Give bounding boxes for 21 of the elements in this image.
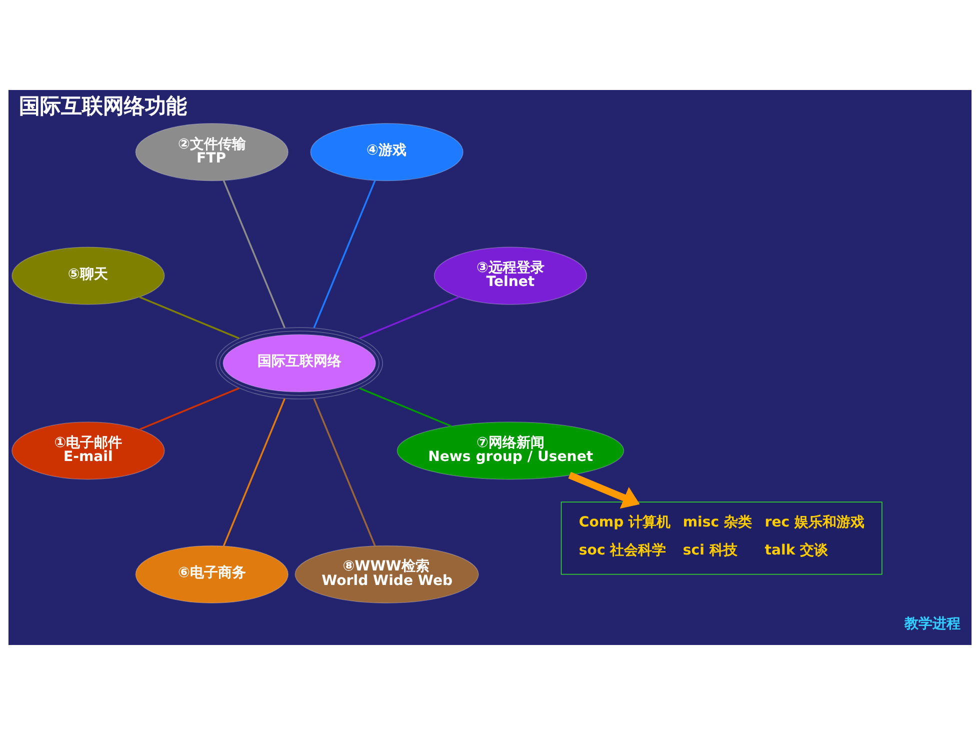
arrow (568, 472, 640, 509)
node-ellipse: ④游戏 (310, 123, 464, 182)
connector (313, 180, 376, 328)
node-box: Comp 计算机 misc 杂类 rec 娱乐和游戏 soc 社会科学 sci 科技 talk 交谈 (560, 502, 882, 575)
connector (359, 387, 452, 428)
node-ellipse: ③远程登录 Telnet (434, 246, 588, 305)
node-ellipse: ②文件传输 FTP (135, 123, 289, 182)
connector (139, 296, 240, 340)
diagram-title: 国际互联网络功能 (19, 93, 188, 118)
node-ellipse: 国际互联网络 (216, 327, 384, 400)
connector (313, 398, 376, 546)
connector (222, 180, 286, 328)
connector (359, 296, 460, 340)
connector (139, 387, 240, 430)
node-ellipse: ⑧WWW检索 World Wide Web (294, 545, 479, 604)
connector (222, 398, 286, 546)
node-ellipse: ⑤聊天 (12, 246, 165, 305)
node-ellipse: ⑥电子商务 (135, 545, 289, 604)
node-ellipse: ⑦网络新闻 News group / Usenet (396, 422, 624, 480)
label: 教学进程 (904, 616, 961, 632)
node-ellipse: ①电子邮件 E-mail (12, 422, 165, 480)
